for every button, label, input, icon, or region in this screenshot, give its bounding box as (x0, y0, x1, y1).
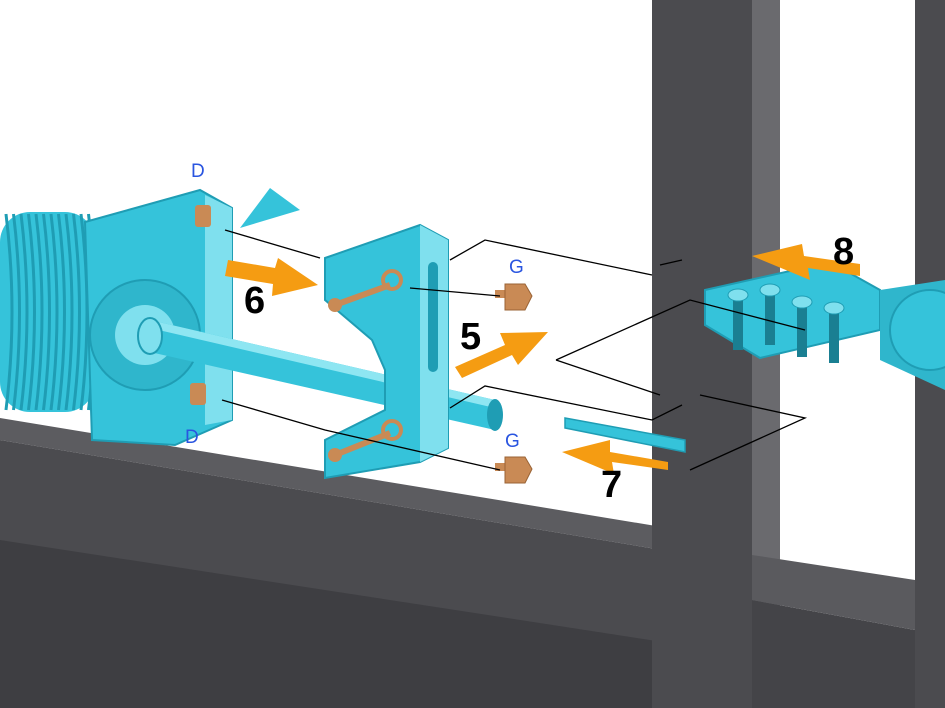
frame-lower-rail (752, 600, 915, 708)
bolt-g-bottom (495, 456, 533, 484)
coupler-stud (829, 308, 839, 363)
coupler-stud (765, 290, 775, 345)
key (564, 417, 686, 453)
label-d-top: D (191, 161, 205, 182)
bolt-center-bottom (328, 430, 392, 462)
spring-coil-turn (12, 213, 21, 411)
arrow-step-6 (225, 258, 318, 296)
end-bracket-plate (83, 188, 300, 447)
bolt-g-top (495, 283, 533, 311)
assembly-arrows (225, 244, 860, 474)
frame-post (652, 0, 752, 708)
center-bracket (324, 223, 449, 480)
frame-lower-rail-top (752, 555, 915, 630)
spring-coil (0, 212, 96, 412)
coupler-nut (791, 295, 813, 309)
arrow-step-8 (752, 244, 860, 280)
coupler-stud (733, 295, 743, 350)
coupler (704, 260, 945, 390)
coupler-nut (823, 301, 845, 315)
label-g-bottom: G (505, 431, 520, 452)
bolt-left-bottom (190, 383, 206, 405)
spring-coil-turn (34, 213, 44, 411)
coupler-nut (727, 288, 749, 302)
arrow-step-5 (455, 332, 548, 378)
leader-lines (221, 229, 808, 471)
label-step-7: 7 (601, 464, 623, 506)
spring-coil-turn (19, 213, 29, 411)
arrow-step-7 (562, 440, 668, 474)
bolt-left-top (195, 205, 211, 227)
coupler-nut (759, 283, 781, 297)
label-step-5: 5 (460, 316, 482, 358)
label-d-bottom: D (185, 427, 199, 448)
bolt-center-top (328, 282, 392, 312)
spring-coil-turn (27, 213, 36, 411)
bolts (190, 205, 533, 484)
spring-coil-turn (72, 213, 81, 411)
label-g-top: G (509, 257, 524, 278)
spring-coil-turn (42, 213, 51, 411)
spring-coil-turn (57, 213, 66, 411)
spring-coil-turn (4, 213, 14, 411)
label-step-8: 8 (833, 231, 855, 273)
spring-coil-turn (64, 213, 74, 411)
label-step-6: 6 (244, 280, 266, 322)
spring-coil-turn (49, 213, 59, 411)
